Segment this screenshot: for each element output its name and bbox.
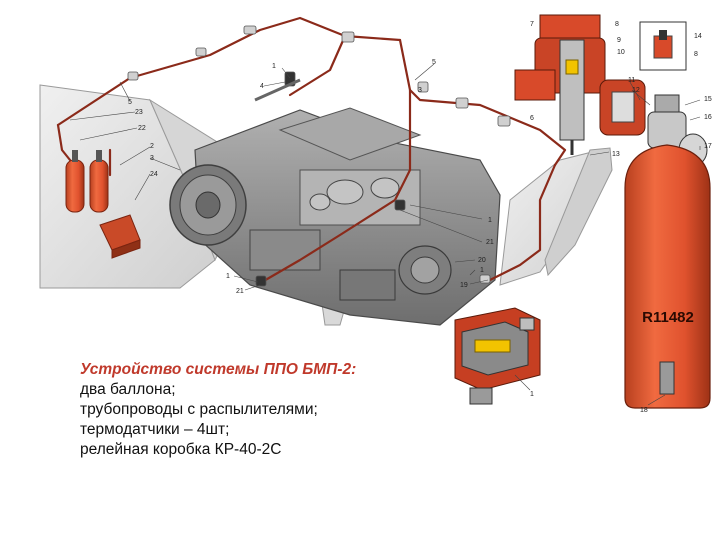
callout-numbers: 1 4 5 3 5 23 22 2 3 24 6 1 21 20 1 19 1 … <box>128 21 712 414</box>
callout-22: 22 <box>138 125 146 132</box>
relay-box <box>454 307 541 405</box>
callout-8b: 8 <box>694 51 698 58</box>
callout-14: 14 <box>694 33 702 40</box>
valve-section <box>514 14 646 155</box>
callout-20: 20 <box>478 257 486 264</box>
callout-4: 4 <box>260 83 264 90</box>
callout-17: 17 <box>704 143 712 150</box>
callout-12: 12 <box>632 87 640 94</box>
callout-15: 15 <box>704 96 712 103</box>
callout-1: 1 <box>272 63 276 70</box>
callout-5b: 5 <box>128 99 132 106</box>
valve-inset <box>639 21 687 71</box>
callout-3b: 3 <box>150 155 154 162</box>
small-cylinders <box>65 150 109 213</box>
callout-7: 7 <box>530 21 534 28</box>
callout-1c: 1 <box>480 267 484 274</box>
callout-21: 21 <box>486 239 494 246</box>
relay-box-small <box>99 214 141 259</box>
callout-11: 11 <box>628 77 635 84</box>
callout-6: 6 <box>530 115 534 122</box>
engine-block <box>169 107 501 326</box>
caption-block: Устройство системы ППО БМП-2: два баллон… <box>80 360 440 460</box>
callout-3: 3 <box>418 87 422 94</box>
callout-10: 10 <box>617 49 625 56</box>
caption-line: релейная коробка КР-40-2С <box>80 441 282 458</box>
callout-5: 5 <box>432 59 436 66</box>
callout-16: 16 <box>704 114 712 121</box>
callout-2: 2 <box>150 143 154 150</box>
caption-line: трубопроводы с распылителями; <box>80 401 318 418</box>
large-cylinder: R11482 <box>624 94 711 409</box>
cylinder-marking: R11482 <box>642 309 694 326</box>
leader-lines <box>69 63 701 406</box>
callout-13: 13 <box>612 151 620 158</box>
callout-21b: 21 <box>236 288 244 295</box>
thermosensor-probe <box>254 78 301 102</box>
callout-8: 8 <box>615 21 619 28</box>
callout-1b: 1 <box>488 217 492 224</box>
callout-19: 19 <box>460 282 468 289</box>
callout-1d: 1 <box>226 273 230 280</box>
caption-title: Устройство системы ППО БМП-2: <box>80 361 357 378</box>
callout-18: 18 <box>640 407 648 414</box>
caption-line: два баллона; <box>80 381 176 398</box>
caption-line: термодатчики – 4шт; <box>80 421 230 438</box>
callout-9: 9 <box>617 37 621 44</box>
callout-1e: 1 <box>530 391 534 398</box>
callout-24: 24 <box>150 171 158 178</box>
callout-23: 23 <box>135 109 143 116</box>
